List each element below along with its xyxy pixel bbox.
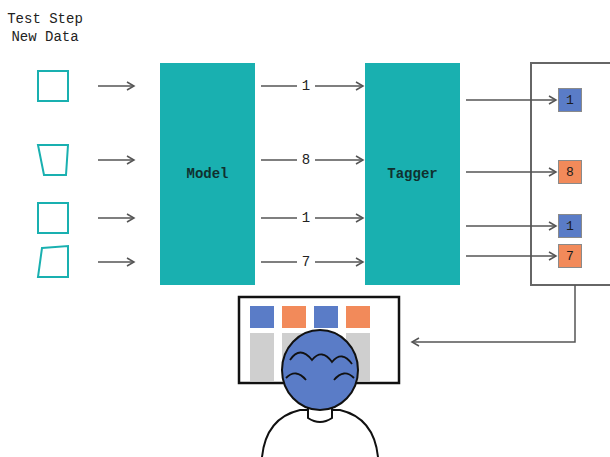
edge-label: 1 <box>297 210 315 226</box>
node-text: 8 <box>566 165 574 180</box>
diagram-title: Test Step New Data <box>4 10 86 46</box>
process-box: Tagger <box>365 63 460 285</box>
feedback-line <box>412 285 575 342</box>
output-tag: 8 <box>558 160 582 184</box>
output-tag: 1 <box>558 214 582 238</box>
input-quad <box>38 246 68 277</box>
output-tag: 1 <box>558 88 582 112</box>
connector <box>466 255 556 257</box>
node-text: 1 <box>566 93 574 108</box>
input-arrows <box>98 86 134 262</box>
node-text: 1 <box>566 219 574 234</box>
connector <box>466 225 556 227</box>
connector <box>466 171 556 173</box>
process-box: Model <box>160 63 255 285</box>
person <box>262 330 378 457</box>
output-tag: 7 <box>558 244 582 268</box>
node-text: 7 <box>566 249 574 264</box>
input-quad <box>38 145 68 175</box>
edge-label: 8 <box>297 152 315 168</box>
edge-label: 1 <box>297 78 315 94</box>
connector <box>466 99 556 101</box>
input-square <box>38 203 68 233</box>
input-square <box>38 71 68 101</box>
node-text: Tagger <box>387 166 437 182</box>
edge-label: 7 <box>297 254 315 270</box>
output-panel <box>531 63 610 285</box>
node-text: Model <box>186 166 228 182</box>
